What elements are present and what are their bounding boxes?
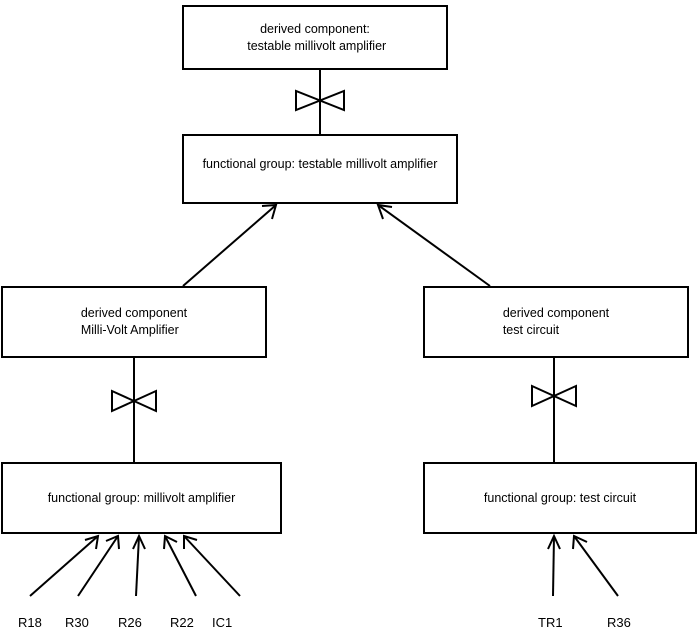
derived-component-testable-millivolt-amplifier-label: derived component: testable millivolt am…	[244, 21, 386, 55]
derived-component-test-circuit-box[interactable]: derived component test circuit	[423, 286, 689, 358]
bowtie-icon-milli-volt-amplifier	[111, 389, 157, 413]
membership-arrow-r26	[132, 533, 146, 597]
functional-group-test-circuit-box[interactable]: functional group: test circuit	[423, 462, 697, 534]
derived-component-test-circuit-label: derived component test circuit	[503, 305, 609, 339]
node-line-2: test circuit	[502, 323, 560, 337]
node-line-2: testable millivolt amplifier	[243, 38, 387, 53]
node-line-2: Milli-Volt Amplifier	[80, 323, 179, 337]
node-line-1: derived component:	[260, 21, 370, 36]
derivation-link-top	[295, 70, 345, 134]
membership-arrow-tr1	[547, 533, 561, 597]
leaf-label-r22[interactable]: R22	[170, 615, 194, 630]
membership-arrow-r22	[163, 534, 197, 597]
node-line-1: derived component	[80, 306, 188, 320]
bowtie-icon-top	[295, 89, 345, 112]
derived-component-testable-millivolt-amplifier-box[interactable]: derived component: testable millivolt am…	[182, 5, 448, 70]
membership-arrow-r18	[29, 534, 100, 597]
membership-arrow-milli-volt-amplifier	[182, 203, 278, 287]
derivation-link-test-circuit	[531, 358, 577, 462]
leaf-label-r26[interactable]: R26	[118, 615, 142, 630]
node-line-1: derived component	[502, 306, 610, 320]
functional-group-testable-millivolt-amplifier-label: functional group: testable millivolt amp…	[202, 157, 438, 171]
leaf-label-r30[interactable]: R30	[65, 615, 89, 630]
functional-group-testable-millivolt-amplifier-box[interactable]: functional group: testable millivolt amp…	[182, 134, 458, 204]
leaf-label-r18[interactable]: R18	[18, 615, 42, 630]
functional-group-millivolt-amplifier-label: functional group: millivolt amplifier	[47, 490, 236, 505]
functional-group-test-circuit-label: functional group: test circuit	[483, 490, 637, 505]
membership-arrow-r36	[572, 534, 619, 597]
functional-group-millivolt-amplifier-box[interactable]: functional group: millivolt amplifier	[1, 462, 282, 534]
bowtie-icon-test-circuit	[531, 384, 577, 408]
derivation-link-milli-volt-amplifier	[111, 358, 157, 462]
leaf-label-ic1[interactable]: IC1	[212, 615, 233, 630]
membership-arrow-ic1	[183, 534, 241, 597]
membership-arrow-r30	[77, 534, 120, 597]
leaf-label-r36[interactable]: R36	[607, 615, 631, 630]
leaf-label-tr1[interactable]: TR1	[538, 615, 563, 630]
membership-arrow-test-circuit	[376, 203, 491, 287]
